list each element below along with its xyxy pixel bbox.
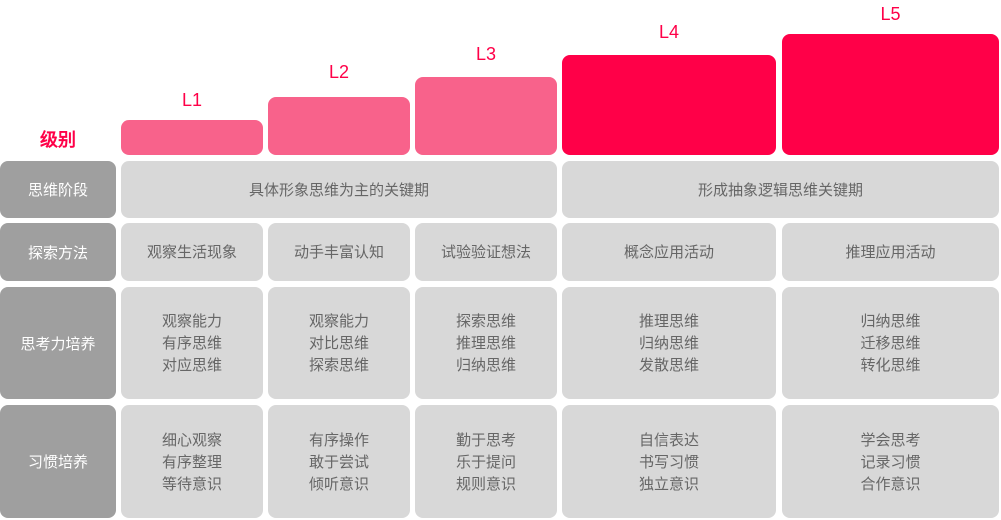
- cell-text: 对比思维: [308, 334, 369, 352]
- table-cell: 推理应用活动: [782, 223, 999, 281]
- cell-text: 迁移思维: [860, 334, 921, 352]
- cell-text: 书写习惯: [638, 452, 699, 471]
- level-bar: [562, 55, 776, 155]
- cell-text: 归纳思维: [860, 312, 921, 330]
- cell-text: 转化思维: [860, 356, 921, 374]
- level-title: 级别: [40, 130, 76, 151]
- table-cell: 具体形象思维为主的关键期: [121, 161, 557, 218]
- level-label: L3: [475, 44, 497, 64]
- table-cell: 学会思考记录习惯合作意识: [782, 405, 999, 518]
- cell-text: 发散思维: [638, 356, 699, 374]
- cell-text: 概念应用活动: [623, 243, 714, 261]
- level-bar: [415, 77, 557, 155]
- level-bar: [121, 120, 263, 155]
- cell-text: 观察能力: [161, 312, 222, 330]
- table-cell: 观察能力对比思维探索思维: [268, 287, 410, 399]
- row-header: 习惯培养: [0, 405, 116, 518]
- cell-text: 有序操作: [308, 430, 369, 449]
- cell-text: 有序整理: [161, 452, 222, 471]
- cell-text: 勤于思考: [455, 430, 516, 449]
- table-cell: 细心观察有序整理等待意识: [121, 405, 263, 518]
- level-bar: [268, 97, 410, 155]
- table-cell: 观察生活现象: [121, 223, 263, 281]
- cell-text: 形成抽象逻辑思维关键期: [697, 180, 863, 199]
- cell-text: 学会思考: [860, 430, 921, 449]
- cell-text: 等待意识: [161, 474, 222, 493]
- cell-text: 对应思维: [161, 356, 222, 374]
- cell-text: 推理思维: [638, 312, 699, 330]
- cell-text: 具体形象思维为主的关键期: [248, 180, 429, 199]
- cell-text: 观察生活现象: [146, 243, 237, 261]
- row-header: 思维阶段: [0, 161, 116, 218]
- cell-text: 归纳思维: [638, 334, 699, 352]
- cell-text: 独立意识: [638, 474, 699, 493]
- row-header: 探索方法: [0, 223, 116, 281]
- cell-text: 敢于尝试: [308, 452, 369, 471]
- cell-text: 归纳思维: [455, 356, 516, 374]
- cell-text: 推理思维: [455, 334, 516, 352]
- table-cell: 观察能力有序思维对应思维: [121, 287, 263, 399]
- level-label: L2: [328, 62, 350, 82]
- cell-text: 细心观察: [161, 430, 222, 449]
- row-header: 思考力培养: [0, 287, 116, 399]
- table-cell: 试验验证想法: [415, 223, 557, 281]
- cell-text: 推理应用活动: [845, 243, 936, 261]
- cell-text: 动手丰富认知: [293, 243, 384, 261]
- cell-text: 自信表达: [638, 430, 699, 449]
- level-label: L5: [880, 4, 901, 24]
- table-cell: 动手丰富认知: [268, 223, 410, 281]
- table-cell: 自信表达书写习惯独立意识: [562, 405, 776, 518]
- cell-text: 倾听意识: [308, 474, 369, 493]
- level-bar: [782, 34, 999, 155]
- cell-text: 探索思维: [308, 356, 369, 374]
- table-cell: 归纳思维迁移思维转化思维: [782, 287, 999, 399]
- cell-text: 探索思维: [455, 312, 516, 330]
- level-label: L1: [181, 90, 203, 110]
- level-label: L4: [658, 22, 680, 42]
- cell-text: 乐于提问: [455, 452, 516, 471]
- table-cell: 推理思维归纳思维发散思维: [562, 287, 776, 399]
- table-cell: 形成抽象逻辑思维关键期: [562, 161, 999, 218]
- table-cell: 有序操作敢于尝试倾听意识: [268, 405, 410, 518]
- table-cell: 勤于思考乐于提问规则意识: [415, 405, 557, 518]
- cell-text: 有序思维: [161, 334, 222, 352]
- cell-text: 记录习惯: [860, 452, 921, 471]
- table-cell: 概念应用活动: [562, 223, 776, 281]
- table-cell: 探索思维推理思维归纳思维: [415, 287, 557, 399]
- cell-text: 合作意识: [860, 474, 921, 493]
- cell-text: 试验验证想法: [440, 243, 531, 261]
- cell-text: 规则意识: [455, 474, 516, 493]
- cell-text: 观察能力: [308, 312, 369, 330]
